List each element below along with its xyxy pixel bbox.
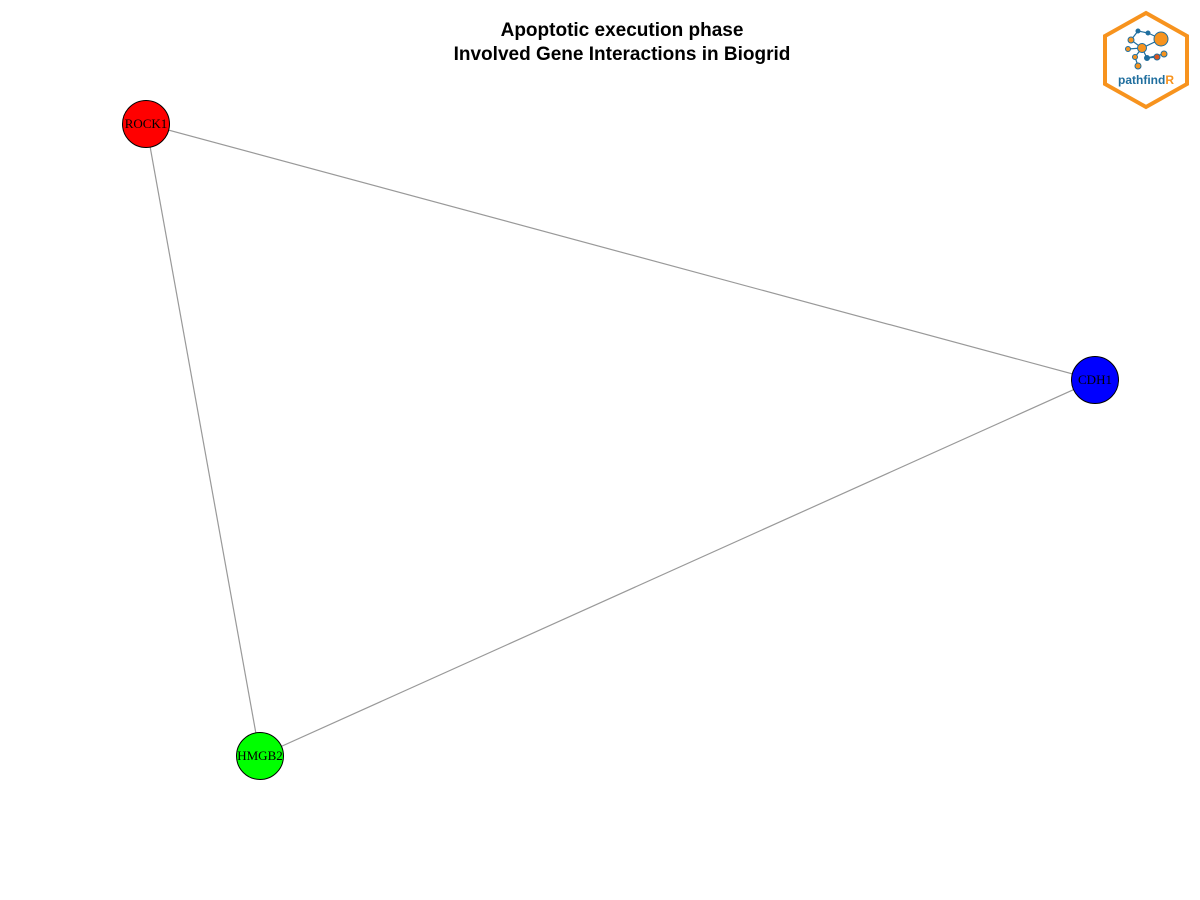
title-line-1: Apoptotic execution phase — [500, 20, 744, 41]
node-label-cdh1: CDH1 — [1078, 372, 1112, 387]
node-hmgb2: HMGB2 — [236, 732, 284, 780]
node-circle-rock1 — [122, 100, 170, 148]
chart-title: Apoptotic execution phase Involved Gene … — [0, 19, 1200, 67]
edge-cdh1-hmgb2 — [259, 379, 1096, 757]
logo-text-main: pathfind — [1118, 73, 1165, 87]
edge-rock1-cdh1 — [145, 123, 1096, 381]
logo-text-accent: R — [1165, 73, 1174, 87]
logo-network-nodes — [1125, 28, 1169, 70]
edge-rock1-hmgb2 — [145, 123, 261, 757]
logo-wordmark: pathfindR — [1118, 73, 1174, 87]
node-rock1: ROCK1 — [122, 100, 170, 148]
node-label-rock1: ROCK1 — [125, 116, 168, 131]
node-label-hmgb2: HMGB2 — [237, 748, 283, 763]
title-line-2: Involved Gene Interactions in Biogrid — [453, 44, 791, 65]
pathfindr-logo: pathfindR — [1103, 10, 1189, 110]
edges-layer — [145, 123, 1096, 757]
node-circle-cdh1 — [1071, 356, 1119, 404]
node-circle-hmgb2 — [236, 732, 284, 780]
node-cdh1: CDH1 — [1071, 356, 1119, 404]
